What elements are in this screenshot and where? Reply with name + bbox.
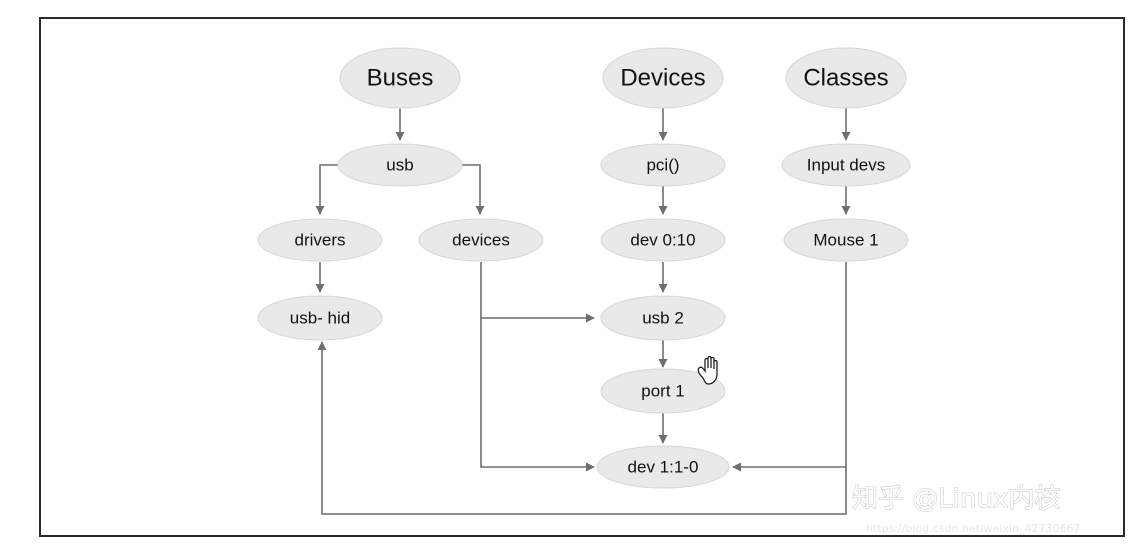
node-pci-label: pci() [646,156,679,175]
node-devices-root-shape [602,47,724,109]
node-drivers-shape [257,218,383,262]
node-usb-2-label: usb 2 [642,309,684,328]
node-devices-root-label: Devices [620,65,705,92]
node-devices-label: devices [452,231,510,250]
node-mouse-1: Mouse 1 [783,218,909,262]
node-usb-hid-shape [257,295,383,341]
watermark-url: https://blog.csdn.net/weixin_42730667 [866,522,1081,535]
edge-usb-devices [462,164,485,215]
node-pci: pci() [600,143,726,187]
watermark: 知乎 @Linux内核 https://blog.csdn.net/weixin… [851,483,1081,535]
node-drivers-label: drivers [294,231,345,250]
edges [315,108,851,515]
node-port-1-shape [600,368,726,414]
edge-devices-usb2 [480,262,595,323]
node-usb-hid: usb- hid [257,295,383,341]
node-classes-shape [785,47,907,109]
node-buses: Buses [339,47,461,109]
node-devices: devices [418,218,544,262]
node-devices-root: Devices [602,47,724,109]
node-dev-1-1-0-shape [596,445,730,489]
node-port-1-label: port 1 [641,382,684,401]
edge-mouse1-dev110 [732,262,847,472]
node-input-devs-label: Input devs [807,156,885,175]
node-port-1: port 1 [600,368,726,414]
node-pci-shape [600,143,726,187]
edge-usb-drivers [315,164,338,215]
node-buses-label: Buses [367,65,434,92]
node-dev-1-1-0-label: dev 1:1-0 [628,458,699,477]
diagram-frame [39,17,1125,537]
node-classes: Classes [785,47,907,109]
edge-mouse1-usbhid [317,341,847,515]
node-devices-shape [418,218,544,262]
node-input-devs-shape [781,143,911,187]
node-dev-0-10-label: dev 0:10 [630,231,695,250]
node-buses-shape [339,47,461,109]
node-drivers: drivers [257,218,383,262]
node-usb-label: usb [386,156,413,175]
node-usb-shape [337,143,463,187]
node-usb-hid-label: usb- hid [290,309,350,328]
node-dev-1-1-0: dev 1:1-0 [596,445,730,489]
watermark-text: 知乎 @Linux内核 [852,484,1060,514]
node-input-devs: Input devs [781,143,911,187]
edge-devices-dev110 [480,318,595,472]
hand-cursor-icon [697,355,718,385]
node-mouse-1-label: Mouse 1 [813,231,878,250]
node-mouse-1-shape [783,218,909,262]
node-usb: usb [337,143,463,187]
node-dev-0-10-shape [600,218,726,262]
node-usb-2: usb 2 [600,295,726,341]
node-classes-label: Classes [803,65,888,92]
node-usb-2-shape [600,295,726,341]
node-dev-0-10: dev 0:10 [600,218,726,262]
